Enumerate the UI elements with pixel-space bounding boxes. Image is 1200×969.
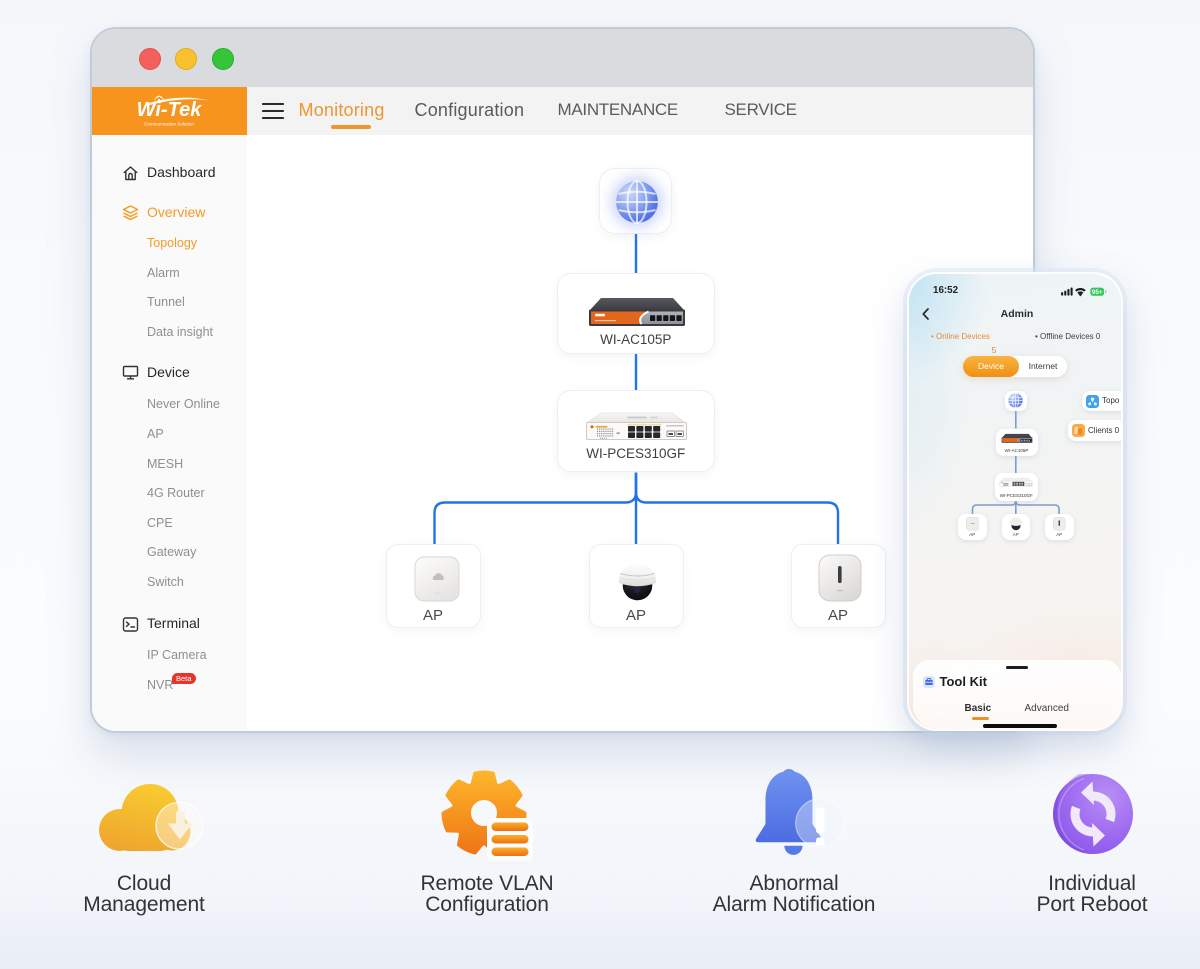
svg-text:95+: 95+ — [1092, 289, 1103, 296]
svg-text:Wi-Tek: Wi-Tek — [137, 99, 203, 121]
svg-text:Communication Solution: Communication Solution — [144, 122, 194, 127]
